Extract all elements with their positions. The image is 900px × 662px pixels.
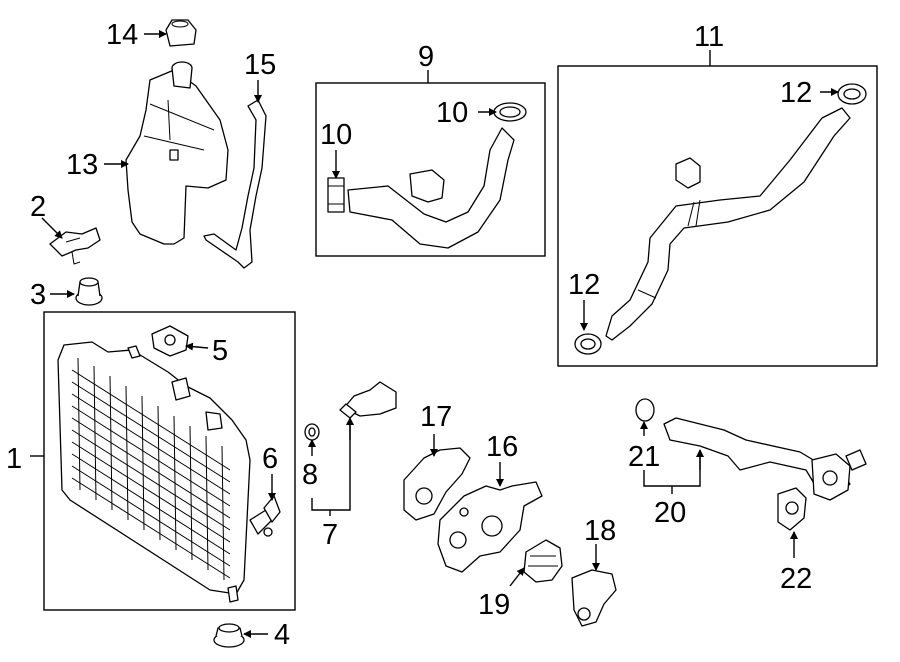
callout-18: 18: [584, 515, 616, 547]
callout-7: 7: [322, 519, 338, 551]
callout-20: 20: [654, 497, 686, 529]
callout-9: 9: [418, 41, 434, 73]
water-pipe: [663, 417, 867, 501]
callout-5: 5: [212, 335, 228, 367]
callout-12b: 12: [568, 269, 600, 301]
hose-clamp-small: [327, 177, 345, 213]
radiator-group-box: [43, 311, 296, 611]
callout-16: 16: [486, 431, 518, 463]
cap-plate: [151, 325, 189, 357]
temperature-sensor: [339, 381, 397, 419]
callout-19: 19: [478, 589, 510, 621]
grommet: [75, 277, 103, 306]
washer: [304, 423, 320, 441]
callout-2: 2: [30, 191, 46, 223]
leader-5: [185, 342, 209, 351]
lower-hose-group-box: [315, 82, 546, 257]
coolant-reservoir: [125, 61, 229, 245]
callout-14: 14: [106, 19, 138, 51]
o-ring: [635, 398, 655, 422]
callout-13: 13: [66, 149, 98, 181]
callout-21: 21: [628, 441, 660, 473]
hose-clamp-12-top: [837, 83, 867, 105]
callout-3: 3: [30, 279, 46, 311]
hose-clamp-12-bottom: [574, 333, 602, 355]
callout-8: 8: [302, 459, 318, 491]
leader-7: [311, 420, 351, 511]
hose-clamp: [493, 102, 527, 122]
callout-6: 6: [262, 443, 278, 475]
upper-hose-group-box: [557, 65, 878, 367]
overflow-hose: [203, 99, 267, 269]
hose-clamp-upper: [675, 157, 701, 189]
upper-hose: [605, 107, 851, 341]
callout-17: 17: [420, 401, 452, 433]
pipe-gasket: [777, 487, 807, 531]
callout-10b: 10: [436, 97, 468, 129]
callout-22: 22: [780, 563, 812, 595]
thermostat-housing: [437, 481, 543, 573]
drain-plug: [249, 495, 281, 537]
callout-11: 11: [694, 21, 724, 53]
leader-2: [41, 217, 63, 239]
leader-19: [509, 567, 525, 587]
callout-12a: 12: [780, 77, 812, 109]
radiator: [57, 341, 251, 603]
mount: [213, 623, 245, 648]
callout-1: 1: [6, 443, 22, 475]
lower-hose: [347, 127, 515, 249]
callout-15: 15: [244, 49, 276, 81]
thermostat: [523, 539, 563, 583]
callout-4: 4: [274, 619, 290, 651]
callout-10a: 10: [320, 119, 352, 151]
reservoir-cap: [165, 19, 197, 47]
water-outlet: [571, 569, 617, 627]
